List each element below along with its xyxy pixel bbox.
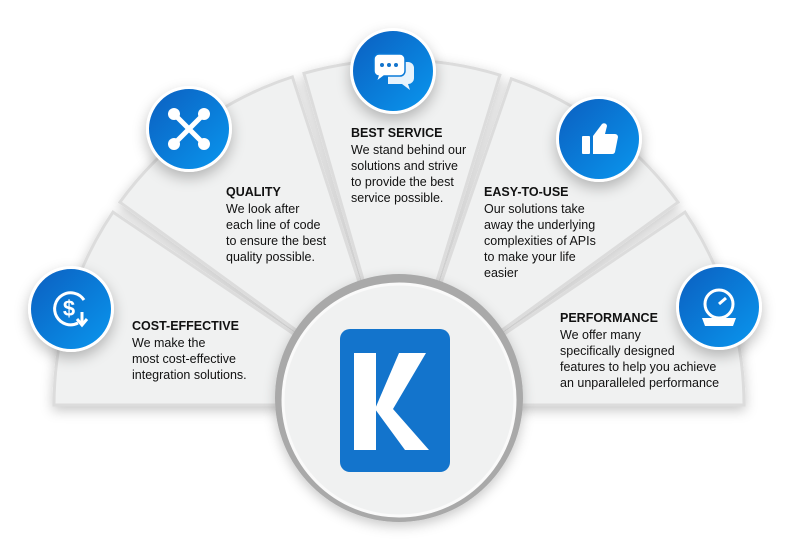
wrench-icon xyxy=(146,86,232,172)
feature-text: We offer many specifically designed feat… xyxy=(560,328,720,390)
thumbs-up-icon xyxy=(556,96,642,182)
feature-text: Our solutions take away the underlying c… xyxy=(484,202,596,280)
feature-title: QUALITY xyxy=(226,185,281,199)
feature-performance: PERFORMANCE We offer many specifically de… xyxy=(560,310,719,391)
feature-cost-effective: COST-EFFECTIVE We make the most cost-effe… xyxy=(132,318,247,383)
feature-text: We look after each line of code to ensur… xyxy=(226,202,327,264)
feature-title: COST-EFFECTIVE xyxy=(132,319,239,333)
feature-title: EASY-TO-USE xyxy=(484,185,569,199)
feature-text: We make the most cost-effective integrat… xyxy=(132,336,247,382)
feature-easy-to-use: EASY-TO-USE Our solutions take away the u… xyxy=(484,184,596,281)
gauge-gear-icon xyxy=(676,264,762,350)
k-logo xyxy=(340,329,450,472)
feature-best-service: BEST SERVICE We stand behind our solution… xyxy=(351,125,466,206)
chat-bubbles-icon xyxy=(350,28,436,114)
feature-title: PERFORMANCE xyxy=(560,311,658,325)
feature-quality: QUALITY We look after each line of code t… xyxy=(226,184,326,265)
feature-title: BEST SERVICE xyxy=(351,126,443,140)
feature-text: We stand behind our solutions and strive… xyxy=(351,143,467,205)
dollar-refresh-icon: $ xyxy=(28,266,114,352)
svg-text:$: $ xyxy=(63,296,75,321)
